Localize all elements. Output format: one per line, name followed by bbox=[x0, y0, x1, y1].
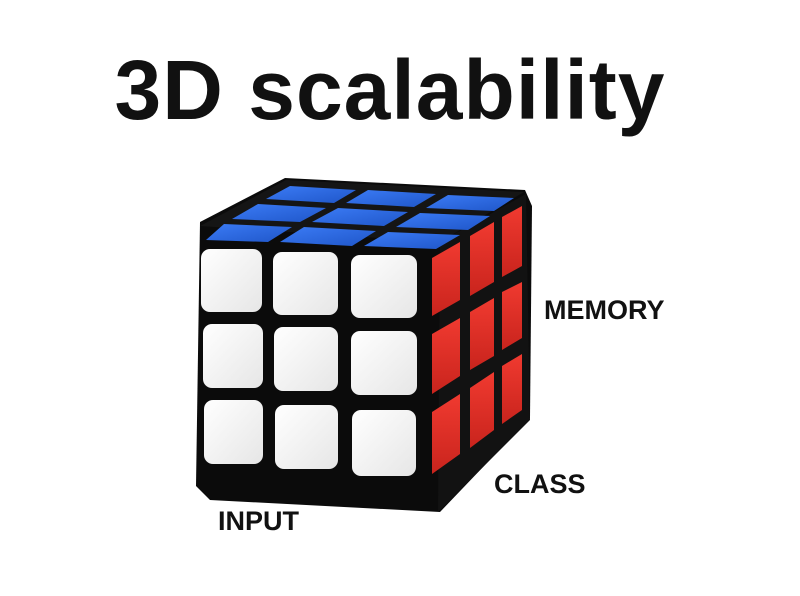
side-sticker bbox=[432, 242, 460, 316]
top-sticker bbox=[396, 213, 490, 230]
top-face-stickers bbox=[206, 186, 514, 249]
top-sticker bbox=[312, 208, 408, 226]
top-sticker bbox=[206, 224, 292, 242]
top-sticker bbox=[266, 186, 356, 203]
side-face-stickers bbox=[432, 206, 522, 474]
side-sticker bbox=[470, 298, 494, 370]
side-sticker bbox=[502, 206, 522, 277]
front-sticker bbox=[351, 331, 417, 395]
front-sticker bbox=[352, 410, 416, 476]
front-sticker bbox=[351, 255, 417, 318]
side-sticker bbox=[502, 354, 522, 424]
top-sticker bbox=[232, 204, 326, 222]
front-sticker bbox=[274, 327, 338, 391]
side-sticker bbox=[432, 318, 460, 394]
front-sticker bbox=[203, 324, 263, 388]
side-sticker bbox=[502, 282, 522, 350]
input-axis-label: INPUT bbox=[218, 506, 299, 536]
side-sticker bbox=[432, 394, 460, 474]
front-face-stickers bbox=[201, 249, 417, 476]
top-sticker bbox=[280, 227, 376, 246]
top-sticker bbox=[364, 232, 460, 249]
class-axis-label: CLASS bbox=[494, 469, 586, 499]
page-title: 3D scalability bbox=[114, 43, 666, 137]
front-sticker bbox=[275, 405, 338, 469]
top-sticker bbox=[426, 195, 514, 211]
front-sticker bbox=[201, 249, 262, 312]
top-sticker bbox=[346, 190, 436, 207]
side-sticker bbox=[470, 222, 494, 296]
side-sticker bbox=[470, 372, 494, 448]
front-sticker bbox=[273, 252, 338, 315]
memory-axis-label: MEMORY bbox=[544, 295, 665, 325]
front-sticker bbox=[204, 400, 263, 464]
